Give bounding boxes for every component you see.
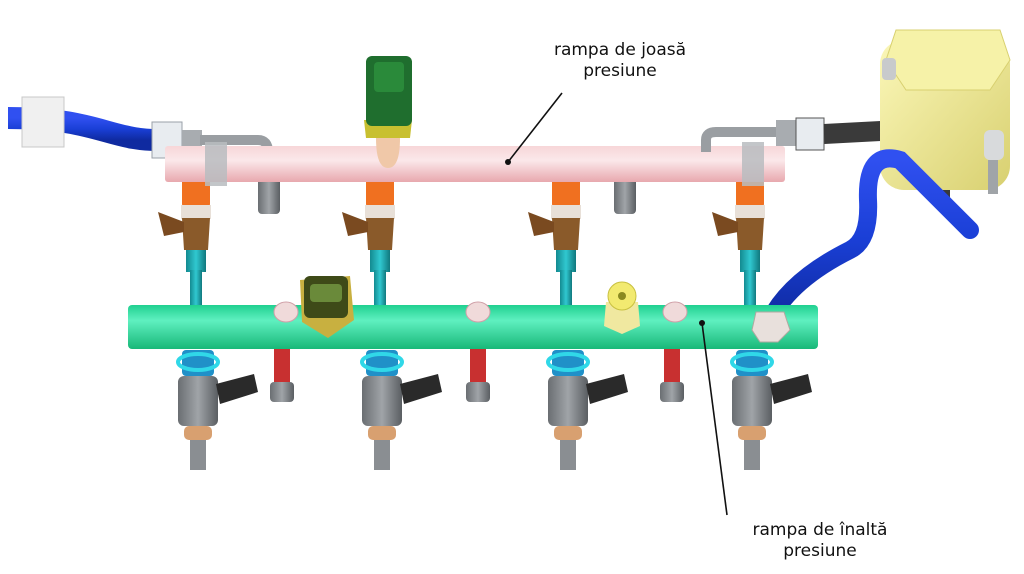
port-injector (158, 175, 211, 308)
label-line: rampa de înaltă (752, 520, 888, 540)
leader-dot-low (505, 159, 511, 165)
left-fuel-hose (7, 96, 273, 160)
low-pressure-rail (165, 146, 785, 182)
rail-clamp (205, 142, 227, 186)
leader-dot-high (699, 320, 705, 326)
leader-line-low (507, 92, 563, 163)
direct-injector (730, 350, 812, 470)
low-pressure-sensor (364, 56, 412, 168)
high-pressure-rail (128, 305, 818, 349)
direct-injector (176, 350, 258, 470)
label-line: presiune (783, 541, 857, 561)
red-return-pipes (270, 345, 684, 402)
high-pressure-pump (880, 29, 1011, 194)
leader-line-high (701, 322, 728, 516)
label-line: presiune (583, 61, 657, 81)
high-pressure-rail-label: rampa de înaltă presiune (720, 520, 920, 562)
hose-sleeve (21, 96, 65, 148)
port-injector (342, 175, 395, 308)
high-pressure-sensor (300, 276, 354, 338)
hose-fitting (751, 311, 791, 343)
low-pressure-rail-label: rampa de joasă presiune (520, 40, 720, 82)
direct-injector (546, 350, 628, 470)
port-injector (712, 175, 765, 308)
hose-connector (182, 130, 202, 150)
rail-clamp (742, 142, 764, 186)
rail-mounts (258, 178, 636, 214)
pressure-valve (604, 281, 640, 334)
direct-injector (360, 350, 442, 470)
port-injector (528, 175, 581, 308)
rail-plugs (273, 301, 688, 323)
label-line: rampa de joasă (553, 40, 687, 60)
pump-bolt (984, 130, 1004, 160)
direct-injectors (176, 350, 812, 470)
high-pressure-hose (761, 149, 979, 329)
port-injectors (158, 175, 765, 308)
